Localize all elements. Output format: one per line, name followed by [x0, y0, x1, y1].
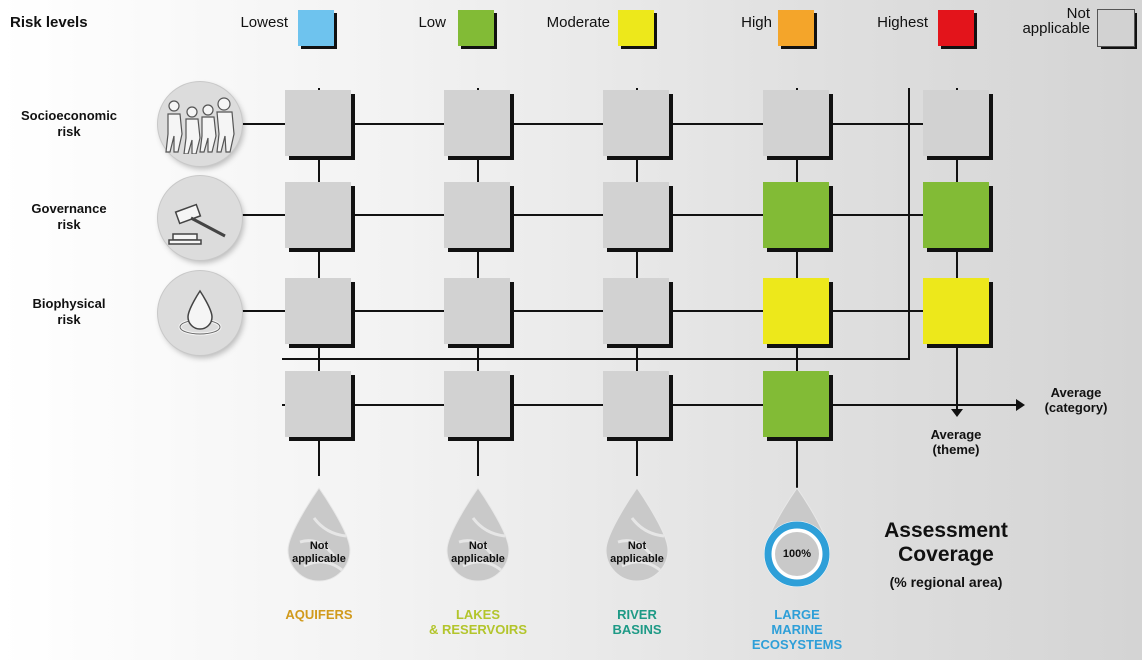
average-theme-line1: Average — [930, 427, 982, 442]
category-aquifers-line1: AQUIFERS — [285, 607, 353, 622]
cell-lakes-governance — [444, 182, 510, 248]
legend-swatch-moderate — [618, 10, 654, 46]
drop-lme-icon — [764, 487, 830, 587]
drop-rivers-line2: applicable — [610, 553, 664, 565]
coverage-title-line2: Coverage — [898, 543, 994, 566]
coverage-title-line1: Assessment — [884, 519, 1008, 542]
row-label-biophysical-line2: risk — [57, 312, 81, 327]
drop-lakes-line2: applicable — [451, 553, 505, 565]
category-lakes-line1: LAKES — [455, 607, 501, 622]
coverage-subtitle: (% regional area) — [889, 574, 1003, 590]
legend-swatch-highest — [938, 10, 974, 46]
category-rivers-line1: RIVER — [617, 607, 657, 622]
average-category-arrow-icon — [1016, 399, 1025, 411]
legend-label-not-applicable: Not applicable — [1010, 6, 1090, 36]
drop-lakes-text: Not applicable — [433, 540, 523, 566]
drop-aquifers-icon — [287, 487, 351, 582]
legend-label-high: High — [741, 14, 772, 31]
cell-lme-average — [763, 371, 829, 437]
legend-label-not-applicable-line2: applicable — [1022, 20, 1090, 37]
drop-lakes-line1: Not — [468, 540, 488, 552]
cell-average-socioeconomic — [923, 90, 989, 156]
legend-label-moderate: Moderate — [546, 14, 610, 31]
cell-rivers-biophysical — [603, 278, 669, 344]
average-category-line1: Average — [1050, 385, 1102, 400]
cell-average-biophysical — [923, 278, 989, 344]
water-drop-icon — [158, 271, 242, 355]
category-lme-line2: MARINE — [771, 622, 823, 637]
legend-label-highest: Highest — [877, 14, 928, 31]
average-category-line2: (category) — [1044, 400, 1108, 415]
drop-aquifers-text: Not applicable — [274, 540, 364, 566]
drop-aquifers-line1: Not — [309, 540, 329, 552]
cell-rivers-governance — [603, 182, 669, 248]
category-lakes-reservoirs: LAKES & RESERVOIRS — [408, 607, 548, 637]
category-lme-line3: ECOSYSTEMS — [751, 637, 843, 652]
legend-label-lowest: Lowest — [240, 14, 288, 31]
average-theme-line2: (theme) — [932, 442, 980, 457]
row-label-socioeconomic-line1: Socioeconomic — [20, 108, 118, 123]
category-river-basins: RIVER BASINS — [567, 607, 707, 637]
drop-rivers-line1: Not — [627, 540, 647, 552]
legend-swatch-high — [778, 10, 814, 46]
row-label-governance-line1: Governance — [31, 201, 107, 216]
category-rivers-line2: BASINS — [612, 622, 662, 637]
average-theme-arrow-icon — [951, 409, 963, 417]
row-label-biophysical-line1: Biophysical — [32, 296, 106, 311]
category-aquifers: AQUIFERS — [249, 607, 389, 622]
legend-swatch-low — [458, 10, 494, 46]
row-label-biophysical: Biophysical risk — [14, 296, 124, 328]
legend-title: Risk levels — [10, 14, 88, 31]
legend-label-low: Low — [418, 14, 446, 31]
people-icon — [158, 82, 242, 166]
drop-aquifers-line2: applicable — [292, 553, 346, 565]
legend-swatch-not-applicable — [1098, 10, 1134, 46]
legend-swatch-lowest — [298, 10, 334, 46]
cell-aquifers-governance — [285, 182, 351, 248]
drop-rivers-text: Not applicable — [592, 540, 682, 566]
cell-average-governance — [923, 182, 989, 248]
cell-aquifers-biophysical — [285, 278, 351, 344]
row-label-governance-line2: risk — [57, 217, 81, 232]
average-separator-bracket — [282, 88, 910, 360]
drop-rivers-icon — [605, 487, 669, 582]
row-label-governance: Governance risk — [14, 201, 124, 233]
cell-lme-socioeconomic — [763, 90, 829, 156]
column-line-average — [956, 88, 958, 410]
category-lme-line1: LARGE — [774, 607, 820, 622]
coverage-title: Assessment Coverage — [851, 519, 1041, 567]
category-lakes-line2: & RESERVOIRS — [428, 622, 527, 637]
cell-aquifers-average — [285, 371, 351, 437]
average-category-label: Average (category) — [1026, 385, 1126, 415]
cell-lakes-socioeconomic — [444, 90, 510, 156]
cell-rivers-average — [603, 371, 669, 437]
cell-lme-biophysical — [763, 278, 829, 344]
cell-lme-governance — [763, 182, 829, 248]
category-large-marine-ecosystems: LARGE MARINE ECOSYSTEMS — [727, 607, 867, 652]
gavel-icon — [158, 176, 242, 260]
cell-rivers-socioeconomic — [603, 90, 669, 156]
drop-lakes-icon — [446, 487, 510, 582]
row-label-socioeconomic: Socioeconomic risk — [14, 108, 124, 140]
legend-label-not-applicable-line1: Not — [1066, 5, 1090, 22]
cell-lakes-biophysical — [444, 278, 510, 344]
average-theme-label: Average (theme) — [906, 427, 1006, 457]
cell-aquifers-socioeconomic — [285, 90, 351, 156]
drop-lme-value: 100% — [782, 548, 812, 560]
cell-lakes-average — [444, 371, 510, 437]
row-label-socioeconomic-line2: risk — [57, 124, 81, 139]
